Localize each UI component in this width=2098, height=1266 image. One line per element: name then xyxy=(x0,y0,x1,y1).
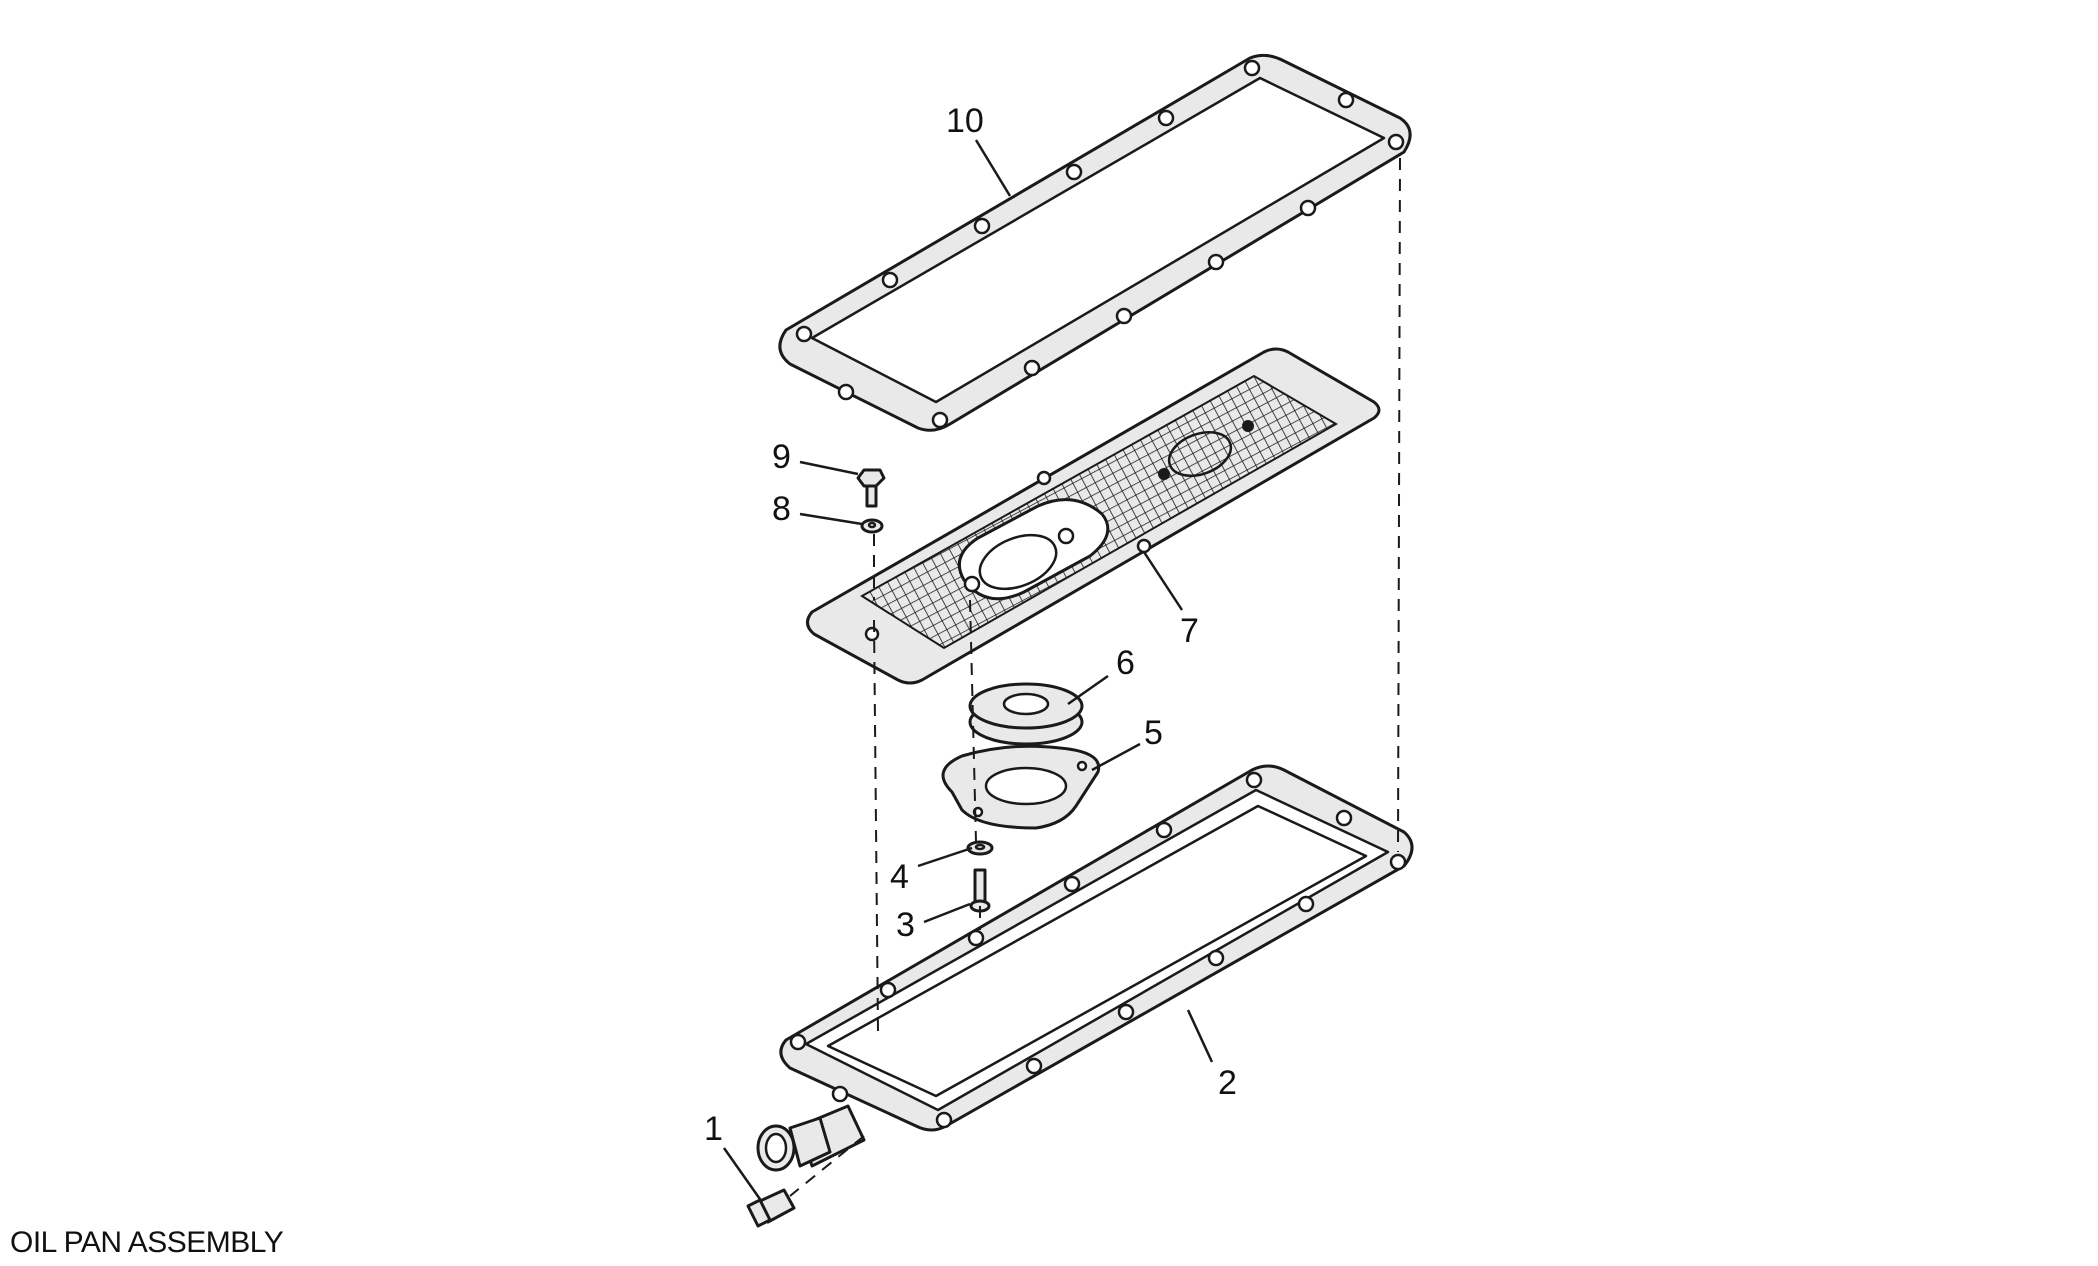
callout-8: 8 xyxy=(772,490,791,528)
bolt-part-3 xyxy=(969,868,991,913)
callout-5: 5 xyxy=(1144,714,1163,752)
callout-10: 10 xyxy=(946,102,984,140)
washer-part-4 xyxy=(966,840,994,856)
callout-2: 2 xyxy=(1218,1064,1237,1102)
leader-lines xyxy=(722,139,1214,1203)
drain-plug-part-1 xyxy=(746,1188,796,1228)
callout-4: 4 xyxy=(890,858,909,896)
callout-3: 3 xyxy=(896,906,915,944)
gasket-part-5 xyxy=(941,744,1101,830)
washer-part-8 xyxy=(860,518,884,534)
diagram-caption: OIL PAN ASSEMBLY xyxy=(10,1226,284,1259)
oil-pan-part-2 xyxy=(756,764,1414,1172)
spacer-ring-part-6 xyxy=(968,682,1084,746)
alignment-lines xyxy=(789,157,1401,1197)
callout-labels: 10 9 8 7 6 5 4 3 2 1 xyxy=(704,102,1237,1148)
screen-plate-part-7 xyxy=(806,347,1381,685)
callout-6: 6 xyxy=(1116,644,1135,682)
top-gasket-frame xyxy=(778,53,1412,432)
callout-9: 9 xyxy=(772,438,791,476)
callout-7: 7 xyxy=(1180,612,1199,650)
capscrew-part-9 xyxy=(856,468,886,508)
callout-1: 1 xyxy=(704,1110,723,1148)
